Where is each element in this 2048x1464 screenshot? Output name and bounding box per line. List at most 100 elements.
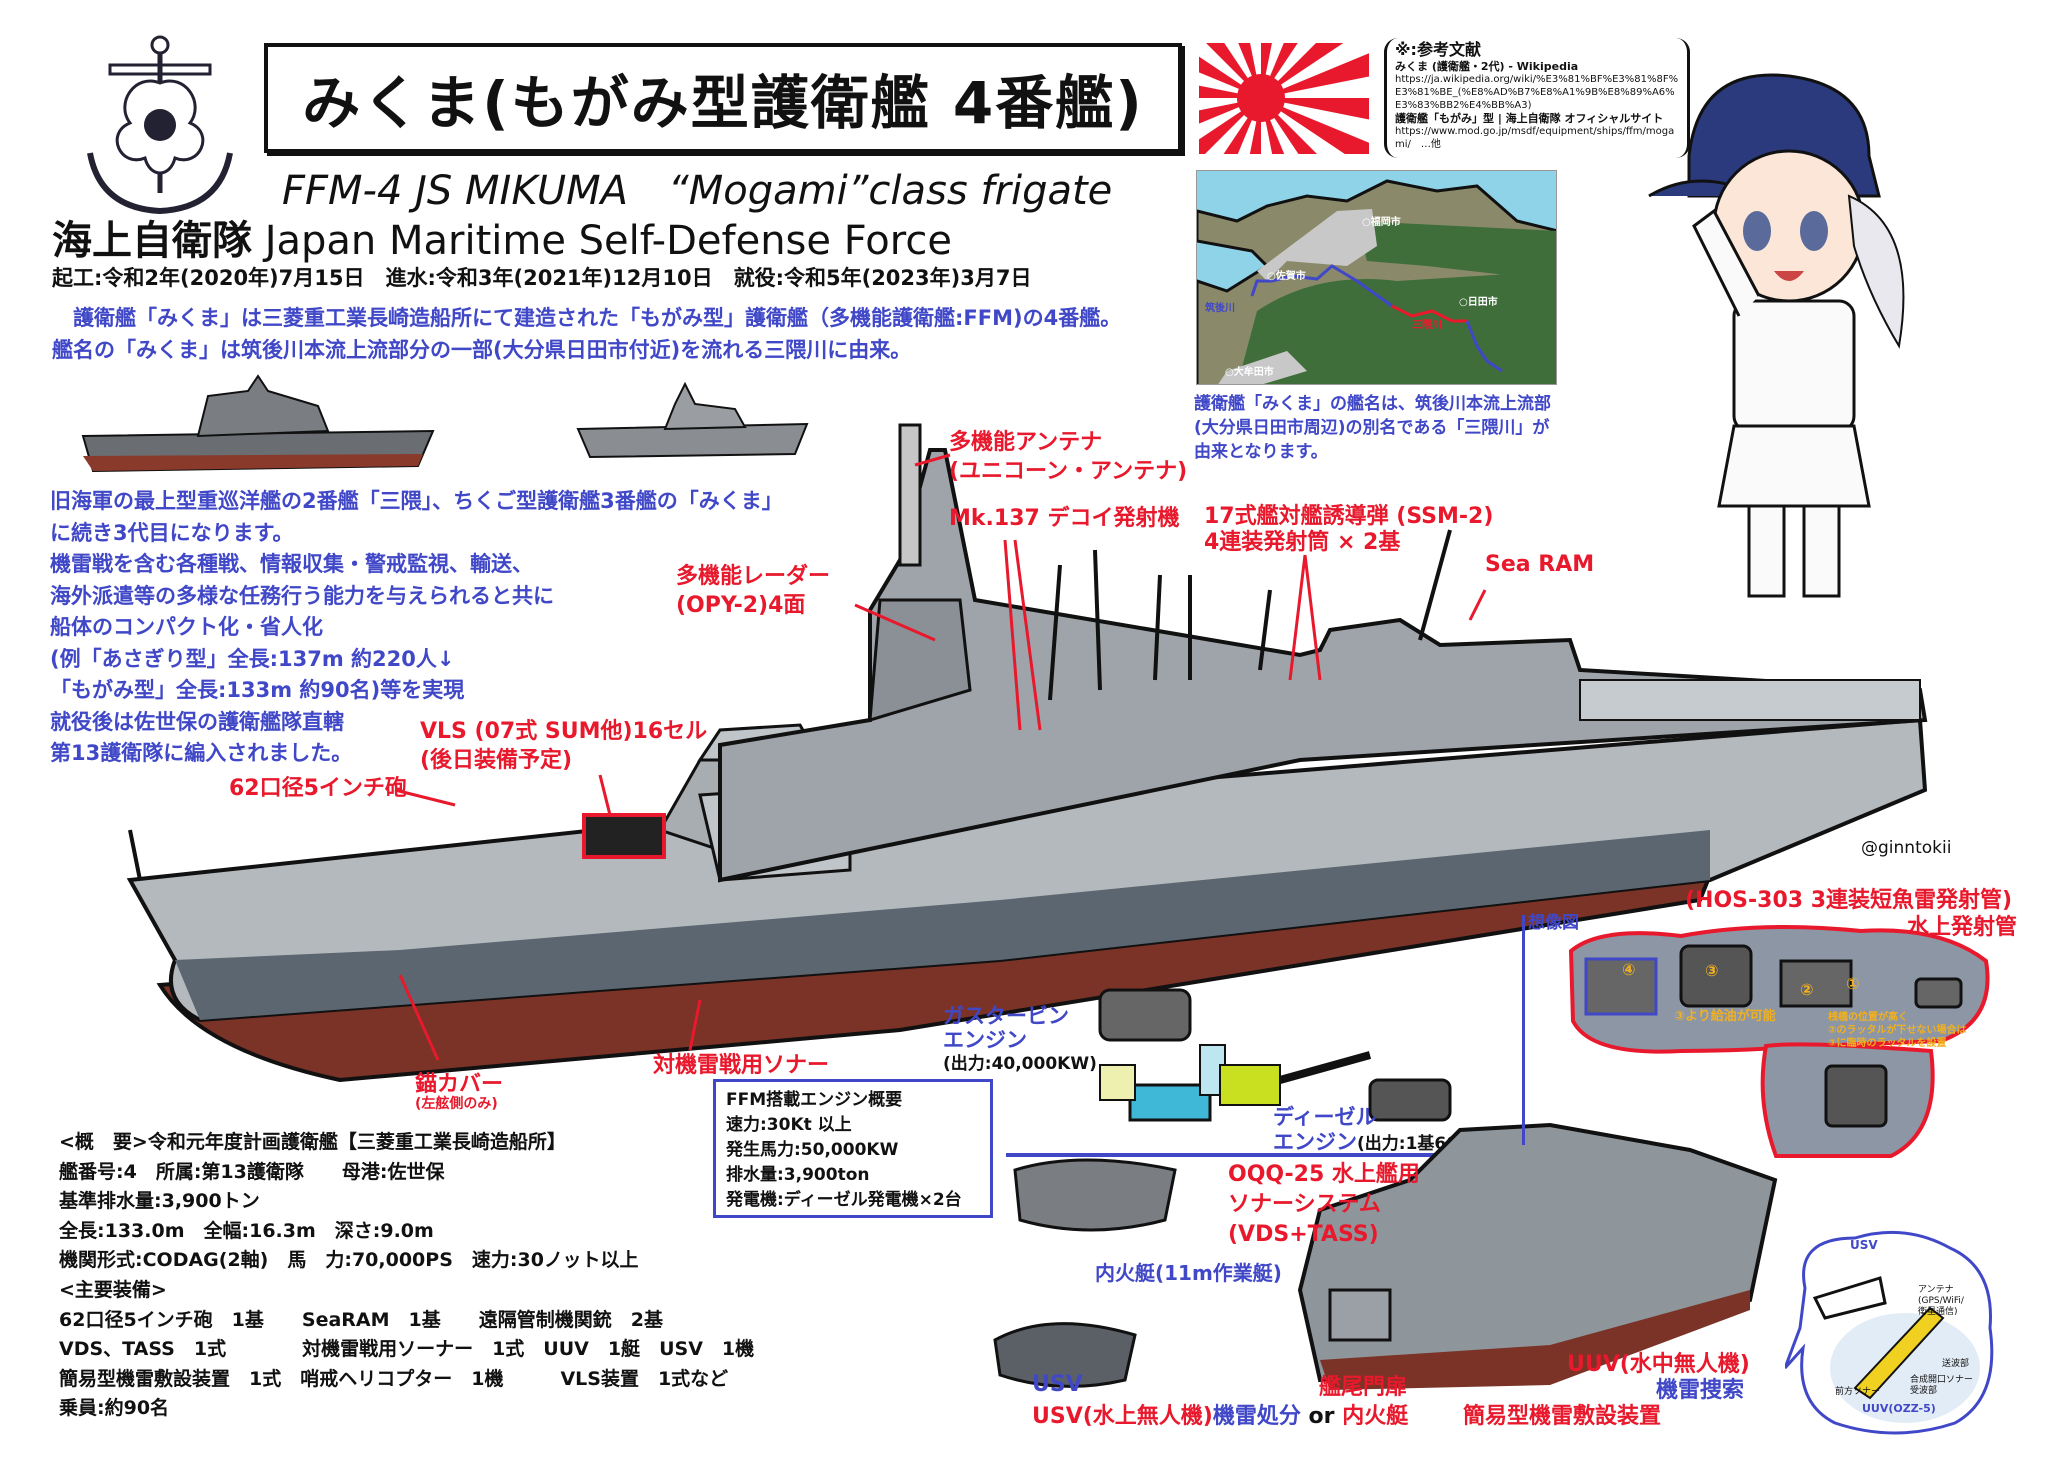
imagined-label: 想像図 (1528, 913, 1579, 933)
overview-line: 基準排水量:3,900トン (59, 1190, 260, 1213)
history-line: 旧海軍の最上型重巡洋艦の2番艦「三隈」、ちくご型護衛艦3番艦の「みくま」 (50, 489, 783, 513)
bubble-synthetic-sonar: 合成開口ソナー 受波部 (1910, 1375, 1973, 1397)
bubble-uuv: UUV(OZZ-5) (1862, 1402, 1936, 1415)
org-en: Japan Maritime Self-Defense Force (264, 218, 952, 264)
callout-mine-search: 機雷捜索 (1656, 1378, 1745, 1403)
rising-sun-flag (1199, 43, 1369, 154)
callout-anchor-cover: 錨カバー (415, 1072, 504, 1097)
callout-radar-model: (OPY-2)4面 (676, 593, 806, 618)
character-illustration (1648, 73, 1905, 598)
circled-4: ④ (1622, 960, 1636, 979)
org-jp: 海上自衛隊 (52, 218, 252, 264)
callout-usv: USV (1032, 1372, 1083, 1397)
map-label-hita: ○日田市 (1459, 297, 1498, 308)
map-label-mikuma-river: 三隈川 (1412, 320, 1442, 331)
circled-2: ② (1800, 980, 1814, 999)
flag-ray (1261, 53, 1369, 98)
callout-mine-sonar: 対機雷戦用ソナー (653, 1053, 830, 1078)
overview-line: 62口径5インチ砲 1基 SeaRAM 1基 遠隔管制機関銃 2基 (59, 1308, 663, 1331)
map-label-fukuoka: ○福岡市 (1362, 217, 1401, 228)
engine-summary-line: 発電機:ディーゼル発電機×2台 (726, 1190, 962, 1210)
callout-uuv: UUV(水中無人機) (1567, 1352, 1750, 1377)
antenna-line: 衛星通信) (1918, 1307, 1958, 1317)
page-title: みくま(もがみ型護衛艦 4番艦) (264, 43, 1182, 153)
callout-minelayer: 簡易型機雷敷設装置 (1463, 1404, 1662, 1429)
engine-summary-line: FFM搭載エンジン概要 (726, 1090, 903, 1110)
intro-line: 護衛艦「みくま」は三菱重工業長崎造船所にて建造された「もがみ型」護衛艦（多機能護… (52, 306, 1122, 330)
engine-summary-box: FFM搭載エンジン概要 速力:30Kt 以上 発生馬力:50,000KW 排水量… (713, 1079, 993, 1218)
callout-radar: 多機能レーダー (676, 564, 831, 589)
engine-illustration (1098, 988, 1452, 1122)
gas-turbine-output: (出力:40,000KW) (943, 1054, 1097, 1074)
bubble-transmitter: 送波部 (1942, 1359, 1970, 1369)
usv-label: USV(水上無人機) (1032, 1404, 1213, 1429)
bubble-usv: USV (1850, 1238, 1878, 1252)
inset-note-line: ②のラッタルが下せない場合は (1828, 1025, 1967, 1036)
reference-title: 護衛艦「もがみ」型 | 海上自衛隊 オフィシャルサイト (1395, 112, 1664, 125)
boat-label: 内火艇 (1342, 1404, 1409, 1429)
inset-note-line: 桟橋の位置が高く (1828, 1012, 1908, 1023)
circled-3: ③ (1705, 961, 1719, 980)
engine-summary-line: 排水量:3,900ton (726, 1165, 870, 1185)
history-line: 就役後は佐世保の護衛艦隊直轄 (50, 709, 344, 734)
history-line: に続き3代目になります。 (50, 520, 294, 545)
references-heading: ※:参考文献 (1395, 40, 1481, 59)
diesel-label: ディーゼル (1273, 1105, 1377, 1129)
or-label: or (1308, 1404, 1335, 1429)
callout-vls: VLS (07式 SUM他)16セル (420, 719, 708, 744)
oqq-label: OQQ-25 水上艦用 (1228, 1162, 1420, 1187)
antenna-line: (GPS/WiFi/ (1918, 1296, 1964, 1306)
callout-decoy: Mk.137 デコイ発射機 (949, 506, 1180, 531)
intro-line: 艦名の「みくま」は筑後川本流上流部分の一部(大分県日田市付近)を流れる三隈川に由… (52, 338, 912, 362)
overview-line: 乗員:約90名 (59, 1397, 170, 1420)
divider-line (1522, 915, 1525, 1145)
callout-diesel: ディーゼル エンジン(出力:1基6000KW) (1273, 1105, 1521, 1157)
boats-and-stern-illustration (993, 1122, 1778, 1390)
overview-line: <主要装備> (59, 1278, 167, 1301)
overview-line: <概 要>令和元年度計画護衛艦【三菱重工業長崎造船所】 (59, 1131, 566, 1153)
flag-ray (1261, 98, 1369, 120)
circled-1: ① (1846, 974, 1860, 993)
callout-gun: 62口径5インチ砲 (229, 776, 407, 801)
bubble-antenna: アンテナ (GPS/WiFi/ 衛星通信) (1918, 1285, 1964, 1318)
references-box: ※:参考文献 みくま (護衛艦・2代) - Wikipedia https://… (1384, 38, 1690, 158)
reference-title: みくま (護衛艦・2代) - Wikipedia (1395, 60, 1579, 73)
historic-destroyer-escort-mikuma (576, 381, 809, 459)
uuv-bubble (1785, 1230, 1994, 1435)
callout-usv-line: USV(水上無人機)機雷処分 or 内火艇 (1032, 1398, 1408, 1430)
map-label-omuta: ○大牟田市 (1225, 367, 1274, 378)
callout-ssm-launchers: 4連装発射筒 × 2基 (1204, 530, 1401, 555)
callout-anchor-cover-note: (左舷側のみ) (415, 1096, 498, 1112)
inset-note-ladder: 桟橋の位置が高く ②のラッタルが下せない場合は ③に臨時のラッタルを設置 (1828, 1011, 1966, 1050)
inset-note-refuel: ③より給油が可能 (1674, 1009, 1776, 1024)
map-label-saga: ○佐賀市 (1267, 271, 1306, 282)
history-line: 海外派遣等の多様な任務行う能力を与えられると共に (50, 583, 554, 608)
torpedo-inset-illustration (1568, 925, 1990, 1158)
oqq-label: ソナーシステム (1228, 1192, 1381, 1217)
overview-line: 簡易型機雷敷設装置 1式 哨戒ヘリコプター 1機 VLS装置 1式など (59, 1367, 729, 1390)
reference-url[interactable]: https://ja.wikipedia.org/wiki/%E3%81%BF%… (1395, 74, 1679, 111)
inset-note-line: ③に臨時のラッタルを設置 (1828, 1038, 1947, 1049)
history-line: (例「あさぎり型」全長:137m 約220人↓ (50, 646, 455, 671)
historic-cruiser-mikuma (81, 374, 435, 473)
callout-oqq25: OQQ-25 水上艦用 ソナーシステム (VDS+TASS) (1228, 1160, 1420, 1250)
build-dates: 起工:令和2年(2020年)7月15日 進水:令和3年(2021年)12月10日… (52, 266, 1032, 290)
chikugo-river-map: ○福岡市 ○佐賀市 ○日田市 ○大牟田市 筑後川 三隈川 (1196, 170, 1557, 385)
diesel-label: エンジン (1273, 1130, 1357, 1154)
antenna-line: アンテナ (1918, 1285, 1954, 1295)
callout-vls-note: (後日装備予定) (420, 748, 573, 773)
flag-ray (1199, 85, 1261, 98)
callout-stern-gate: 艦尾門扉 (1319, 1375, 1408, 1400)
artist-signature: @ginntokii (1861, 838, 1952, 858)
flag-ray (1261, 98, 1285, 154)
mine-disposal-label: 機雷処分 (1212, 1404, 1301, 1429)
reference-url[interactable]: https://www.mod.go.jp/msdf/equipment/shi… (1395, 126, 1675, 150)
history-line: 第13護衛隊に編入されました。 (50, 741, 353, 765)
overview-line: 機関形式:CODAG(2軸) 馬 力:70,000PS 速力:30ノット以上 (59, 1249, 639, 1272)
callout-antenna: 多機能アンテナ (949, 430, 1103, 455)
callout-antenna-name: (ユニコーン・アンテナ) (949, 459, 1188, 484)
overview-specs: <概 要>令和元年度計画護衛艦【三菱重工業長崎造船所】 艦番号:4 所属:第13… (59, 1128, 754, 1424)
overview-line: 艦番号:4 所属:第13護衛隊 母港:佐世保 (59, 1160, 445, 1183)
history-line: 機雷戦を含む各種戦、情報収集・警戒監視、輸送、 (50, 552, 533, 576)
